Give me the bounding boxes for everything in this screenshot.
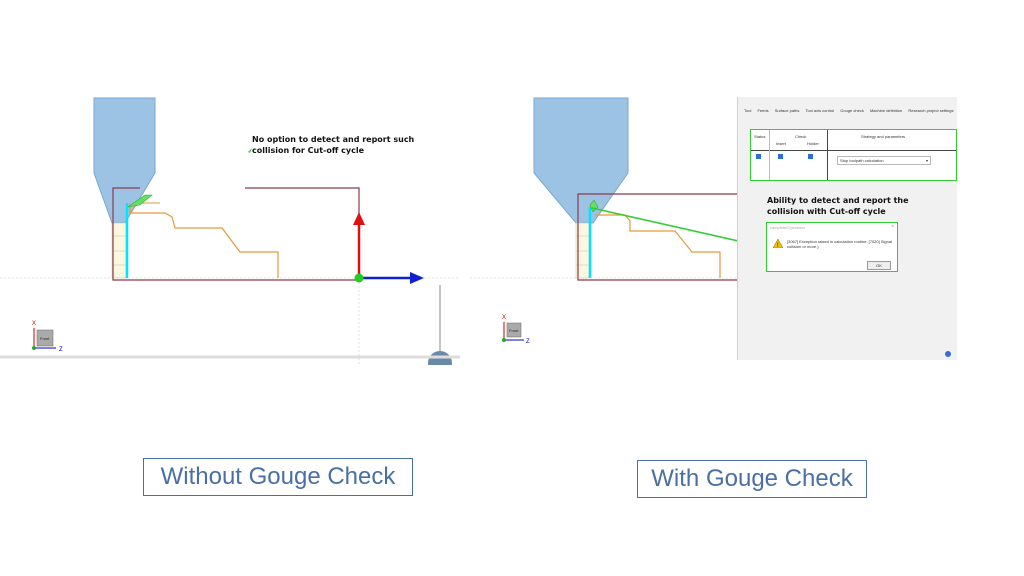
status-header: Status <box>754 134 766 139</box>
error-message: [3067] Exception raised in calculation r… <box>787 239 892 249</box>
tab-tool-axis-control[interactable]: Tool axis control <box>805 108 835 113</box>
collision-pointer-line <box>591 207 766 248</box>
strategy-dropdown[interactable]: Stop toolpath calculation ▾ <box>837 156 931 165</box>
status-checkbox[interactable] <box>756 154 761 159</box>
right-annotation-line1: Ability to detect and report the <box>767 196 909 205</box>
insert-header: Insert <box>776 141 787 146</box>
warning-icon: ! <box>773 239 783 248</box>
holder-header: Holder <box>807 141 819 146</box>
holder-checkbox[interactable] <box>808 154 813 159</box>
mini-axis-x-label: X <box>32 321 36 327</box>
tool-insert-body <box>111 222 127 279</box>
left-viewport: X Z Front <box>0 97 460 365</box>
help-icon[interactable] <box>945 351 951 357</box>
mini-axis-z-label: Z <box>59 347 63 353</box>
collision-marker <box>127 194 153 208</box>
left-annotation: No option to detect and report such coll… <box>252 134 414 156</box>
right-annotation: Ability to detect and report the collisi… <box>767 195 909 217</box>
right-annotation-line2: collision with Cut-off cycle <box>767 207 886 216</box>
tab-surface-paths[interactable]: Surface paths <box>774 108 800 113</box>
tab-gouge-check[interactable]: Gouge check <box>840 108 864 113</box>
front-view-cube[interactable] <box>506 322 522 338</box>
tool-holder-shape <box>93 97 156 224</box>
mini-axis-z-label: Z <box>526 339 530 345</box>
svg-text:!: ! <box>777 243 779 248</box>
collision-error-dialog: camplete/Operation × ! [3067] Exception … <box>766 222 898 272</box>
stock-outline <box>112 187 360 281</box>
chevron-down-icon: ▾ <box>925 158 928 163</box>
origin-point <box>354 273 364 283</box>
check-header: Check <box>795 134 807 139</box>
left-annotation-line2: collision for Cut-off cycle <box>252 146 364 155</box>
dialog-tab-bar: Tool Feeds Surface paths Tool axis contr… <box>744 108 958 113</box>
error-dialog-title: camplete/Operation <box>770 225 805 230</box>
front-view-cube[interactable] <box>36 329 54 347</box>
caption-without-gouge-check: Without Gouge Check <box>143 458 413 496</box>
ok-button[interactable]: OK <box>867 261 891 270</box>
caption-with-gouge-check: With Gouge Check <box>637 460 867 498</box>
view-label: Front <box>509 328 519 333</box>
insert-checkbox[interactable] <box>778 154 783 159</box>
tab-tool[interactable]: Tool <box>744 108 752 113</box>
gouge-check-table: Status Check Insert Holder Strategy and … <box>750 129 957 181</box>
x-axis-arrow <box>353 212 365 225</box>
strategy-header: Strategy and parameters <box>861 134 906 139</box>
tab-feeds[interactable]: Feeds <box>757 108 769 113</box>
right-viewport: X Z Front <box>470 97 766 345</box>
stock-outline <box>577 193 737 281</box>
part-profile <box>129 203 279 278</box>
close-icon[interactable]: × <box>891 224 894 230</box>
tab-research-project-settings[interactable]: Research project settings <box>908 108 954 113</box>
view-label: Front <box>40 336 50 341</box>
strategy-dropdown-value: Stop toolpath calculation <box>840 158 884 163</box>
left-annotation-line1: No option to detect and report such <box>252 135 415 144</box>
z-axis-arrow <box>410 272 424 284</box>
tool-holder-shape <box>533 97 629 224</box>
tab-machine-definition[interactable]: Machine definition <box>869 108 903 113</box>
mini-axis-x-label: X <box>502 315 506 321</box>
operation-settings-dialog: Tool Feeds Surface paths Tool axis contr… <box>737 97 957 360</box>
part-profile <box>595 214 721 278</box>
